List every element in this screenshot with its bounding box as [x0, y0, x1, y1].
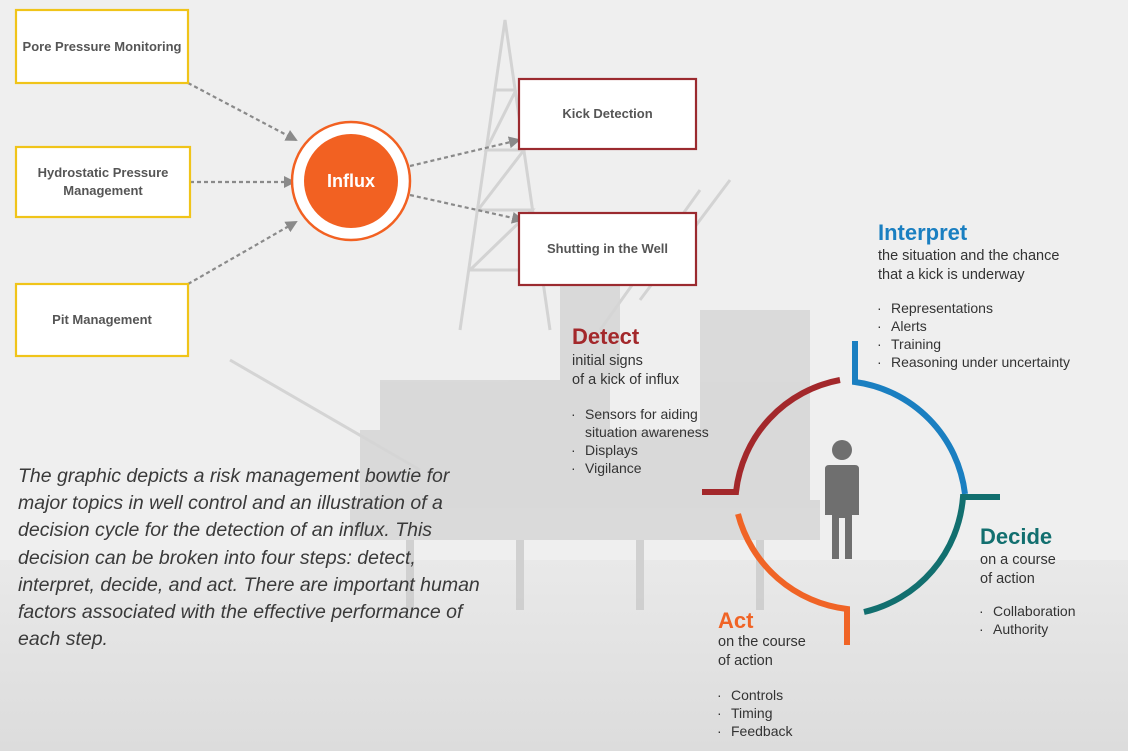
cause-label-pore-pressure: Pore Pressure Monitoring [22, 38, 182, 54]
connector-influx-to-kick [409, 136, 521, 168]
decide-item: Collaboration [978, 602, 1076, 620]
cause-boxes [14, 8, 192, 358]
detect-title: Detect [572, 324, 640, 349]
interpret-title: Interpret [878, 220, 968, 245]
detect-subtitle: initial signs of a kick of influx [572, 352, 679, 390]
act-title: Act [718, 608, 754, 633]
detect-item: Displays [570, 441, 709, 459]
interpret-item: Reasoning under uncertainty [876, 353, 1070, 371]
consequence-label-shutin: Shutting in the Well [546, 241, 669, 257]
act-item: Timing [716, 704, 792, 722]
interpret-item: Alerts [876, 317, 1070, 335]
influx-circle [304, 134, 398, 228]
detect-item: situation awareness [585, 424, 709, 440]
detect-subtitle-line: initial signs [572, 353, 643, 369]
act-list: Controls Timing Feedback [716, 686, 792, 740]
cause-box-pit [14, 282, 190, 358]
interpret-subtitle: the situation and the chance that a kick… [878, 247, 1059, 285]
cause-label-pit: Pit Management [52, 312, 152, 328]
influx-label: Influx [327, 170, 375, 191]
act-subtitle-line: of action [718, 653, 773, 669]
decide-arc [863, 494, 1000, 615]
interpret-arc [852, 341, 968, 495]
decide-subtitle-line: of action [980, 571, 1035, 587]
detect-list: Sensors for aiding situation awareness D… [570, 405, 709, 477]
consequence-label-kick: Kick Detection [562, 106, 653, 122]
detect-item: Vigilance [570, 459, 709, 477]
act-subtitle: on the course of action [718, 633, 806, 671]
act-arc [735, 513, 850, 645]
act-item: Feedback [716, 722, 792, 740]
cause-box-pore-pressure [14, 8, 190, 85]
cause-label-hydrostatic: Hydrostatic Pressure Management [37, 165, 169, 198]
person-icon [825, 440, 859, 559]
connector-pore-to-influx [187, 82, 298, 141]
act-subtitle-line: on the course [718, 634, 806, 650]
decide-subtitle-line: on a course [980, 552, 1056, 568]
connector-influx-to-shutin [409, 193, 524, 224]
interpret-subtitle-line: the situation and the chance [878, 248, 1060, 264]
detect-item: Sensors for aiding [570, 405, 709, 423]
decide-list: Collaboration Authority [978, 602, 1076, 638]
interpret-item: Representations [876, 299, 1070, 317]
connector-lines [187, 82, 524, 285]
detect-arc [702, 377, 841, 495]
act-item: Controls [716, 686, 792, 704]
influx-node [290, 120, 412, 242]
consequence-box-kick [517, 77, 698, 151]
detect-subtitle-line: of a kick of influx [572, 372, 680, 388]
interpret-item: Training [876, 335, 1070, 353]
decide-item: Authority [978, 620, 1076, 638]
caption-text: The graphic depicts a risk management bo… [18, 465, 480, 651]
interpret-subtitle-line: that a kick is underway [878, 267, 1025, 283]
cause-box-hydrostatic [14, 145, 192, 219]
interpret-list: Representations Alerts Training Reasonin… [876, 299, 1070, 371]
decide-subtitle: on a course of action [980, 551, 1056, 589]
decide-title: Decide [980, 524, 1053, 549]
consequence-box-shutin [517, 211, 698, 287]
consequence-boxes [517, 77, 698, 287]
